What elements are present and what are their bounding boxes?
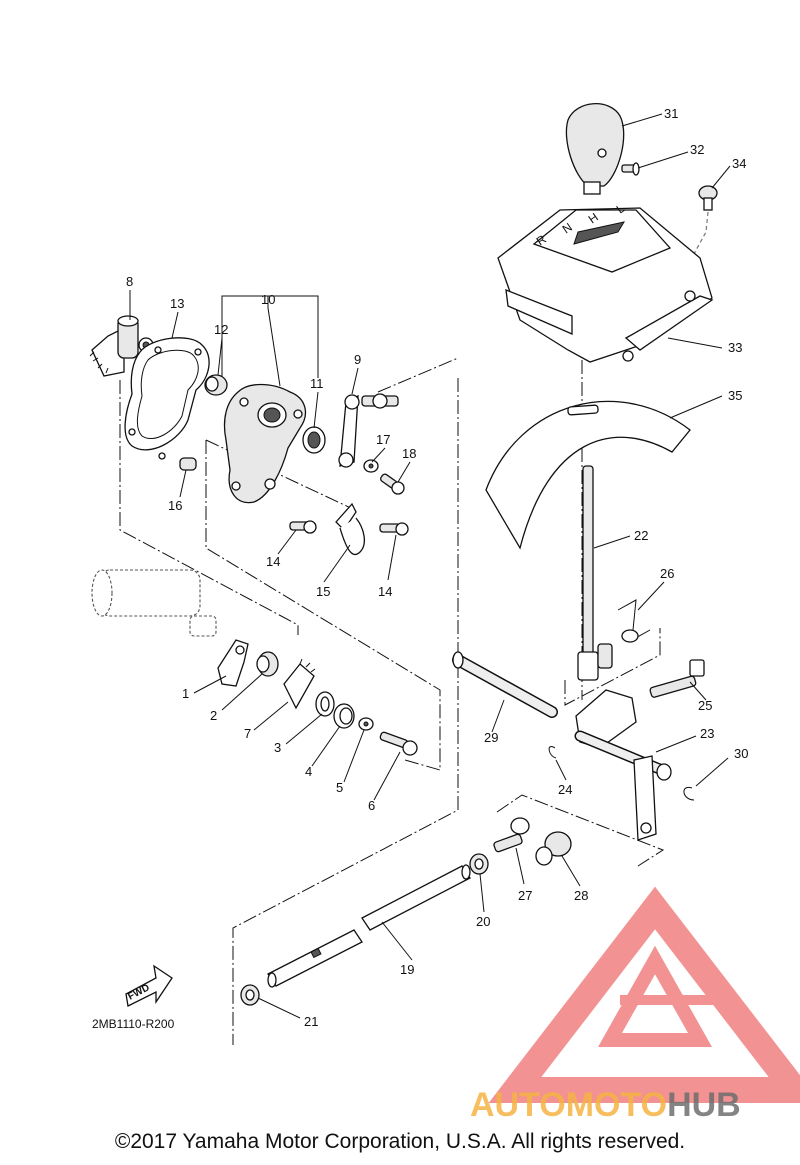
- leader-lines: [129, 113, 731, 1019]
- callout-5: 5: [336, 780, 343, 795]
- part-21-nut: [240, 984, 260, 1006]
- part-25-bolt: [649, 659, 705, 698]
- part-18-bolt: [380, 473, 405, 495]
- logo-text-automoto: AUTOMOTO: [470, 1086, 667, 1124]
- part-35-boot: [485, 400, 691, 550]
- part-14-bolt-b: [379, 522, 409, 536]
- callout-26: 26: [660, 566, 674, 581]
- callout-18: 18: [402, 446, 416, 461]
- callout-35: 35: [728, 388, 742, 403]
- shift-drum-reference: [91, 569, 217, 637]
- callout-27: 27: [518, 888, 532, 903]
- part-22-shift-shaft: [577, 465, 613, 681]
- fwd-arrow-icon: FWD: [125, 964, 173, 1007]
- callout-30: 30: [734, 746, 748, 761]
- callout-14a: 14: [266, 554, 280, 569]
- callout-1: 1: [182, 686, 189, 701]
- callout-15: 15: [316, 584, 330, 599]
- callout-20: 20: [476, 914, 490, 929]
- callout-numbers: 1 2 3 4 5 6 7 8 9 10 11 12 13 14 14 15 1…: [126, 106, 748, 1029]
- callout-13: 13: [170, 296, 184, 311]
- part-16-dowel: [179, 457, 197, 471]
- callout-2: 2: [210, 708, 217, 723]
- part-11-oil-seal: [302, 426, 326, 454]
- part-31-knob: [565, 103, 625, 195]
- part-13-gasket: [124, 337, 210, 460]
- part-14-bolt-a: [289, 520, 317, 534]
- diagram-reference-code: 2MB1110-R200: [92, 1017, 175, 1031]
- svg-text:AUTOMOTOHUB: AUTOMOTOHUB: [470, 1086, 741, 1124]
- part-23-shift-lever-assy: [574, 689, 672, 841]
- callout-29: 29: [484, 730, 498, 745]
- part-2-collar: [256, 651, 279, 677]
- part-34-bolt: [698, 185, 718, 211]
- logo-text-hub: HUB: [667, 1086, 741, 1124]
- part-30-circlip: [683, 786, 695, 801]
- callout-16: 16: [168, 498, 182, 513]
- part-27-rod-end: [493, 817, 530, 853]
- callout-3: 3: [274, 740, 281, 755]
- callout-10: 10: [261, 292, 275, 307]
- part-12-pin: [204, 374, 228, 396]
- part-10-cover: [223, 383, 307, 504]
- callout-7: 7: [244, 726, 251, 741]
- callout-32: 32: [690, 142, 704, 157]
- callout-25: 25: [698, 698, 712, 713]
- part-26-spring: [617, 599, 651, 643]
- part-28-ball-joint: [535, 831, 572, 866]
- part-7-segment: [283, 658, 316, 710]
- callout-11: 11: [310, 376, 324, 391]
- callout-33: 33: [728, 340, 742, 355]
- part-32-screw: [621, 162, 640, 176]
- part-1-stopper-lever: [217, 639, 249, 687]
- part-15-spring-clip: [335, 502, 366, 556]
- callout-28: 28: [574, 888, 588, 903]
- part-9-shift-lever: [338, 393, 399, 468]
- callout-9: 9: [354, 352, 361, 367]
- part-29-pivot-shaft: [452, 651, 558, 718]
- callout-6: 6: [368, 798, 375, 813]
- callout-34: 34: [732, 156, 746, 171]
- callout-22: 22: [634, 528, 648, 543]
- callout-19: 19: [400, 962, 414, 977]
- callout-23: 23: [700, 726, 714, 741]
- callout-8: 8: [126, 274, 133, 289]
- part-5-washer: [358, 717, 374, 731]
- part-19-shift-rod: [267, 864, 471, 988]
- part-33-gate-cover: R N H L: [497, 201, 714, 363]
- part-24-circlip: [548, 746, 557, 759]
- part-4-spring: [333, 703, 355, 729]
- part-3-washer: [315, 691, 335, 717]
- copyright-notice: ©2017 Yamaha Motor Corporation, U.S.A. A…: [114, 1130, 686, 1153]
- part-17-washer: [363, 459, 379, 473]
- callout-14b: 14: [378, 584, 392, 599]
- part-6-bolt: [379, 731, 418, 756]
- callout-24: 24: [558, 782, 572, 797]
- part-20-nut: [469, 853, 489, 875]
- callout-21: 21: [304, 1014, 318, 1029]
- automotohub-logo: AUTOMOTOHUB: [470, 886, 800, 1124]
- callout-12: 12: [214, 322, 228, 337]
- callout-4: 4: [305, 764, 312, 779]
- callout-31: 31: [664, 106, 678, 121]
- callout-17: 17: [376, 432, 390, 447]
